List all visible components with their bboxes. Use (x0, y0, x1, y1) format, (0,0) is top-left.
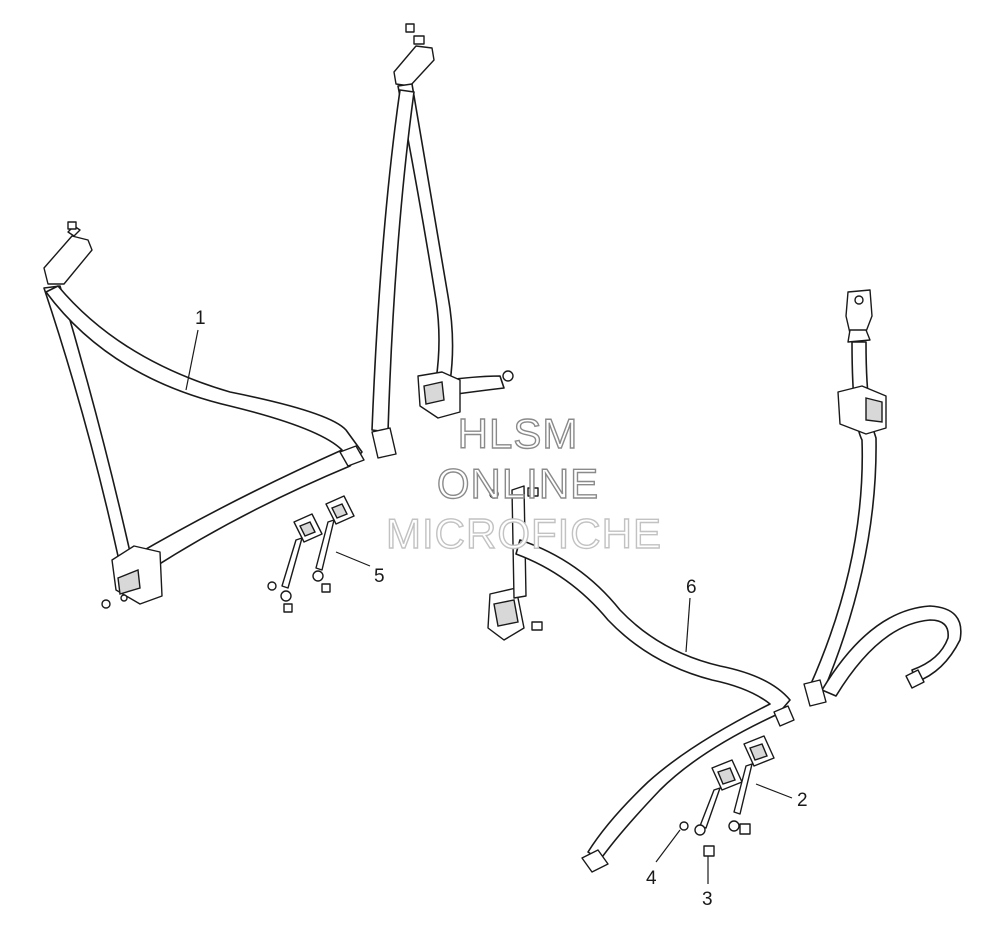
callout-5: 5 (374, 566, 385, 587)
right-upper-anchor (845, 289, 873, 343)
seat-belt-assembly-right (487, 289, 962, 873)
center-tongue-plate (371, 427, 397, 459)
watermark-line-3: MICROFICHE (386, 510, 662, 557)
callout-2: 2 (797, 790, 808, 811)
left-upper-anchor (43, 221, 93, 285)
watermark-line-2: ONLINE (437, 460, 599, 507)
callout-6: 6 (686, 577, 697, 598)
center-retractor (417, 370, 514, 419)
center-strap-inner (371, 89, 415, 433)
center-upper-anchor (393, 23, 435, 87)
callout-3: 3 (702, 889, 713, 910)
right-lap-strap (515, 539, 791, 861)
buckle-set-right (679, 735, 775, 857)
buckle-set-left (267, 495, 355, 613)
left-tongue-plate (339, 445, 365, 467)
seat-belt-assembly-center (371, 23, 514, 459)
callout-1: 1 (195, 308, 206, 329)
callout-4: 4 (646, 868, 657, 889)
watermark-line-1: HLSM (458, 410, 579, 457)
right-retractor (837, 385, 887, 435)
seat-belt-assembly-left (43, 221, 365, 609)
left-retractor (101, 545, 163, 609)
watermark: HLSM ONLINE MICROFICHE (385, 409, 662, 557)
right-tongue-plate (803, 679, 827, 707)
leader-lines (185, 329, 793, 884)
